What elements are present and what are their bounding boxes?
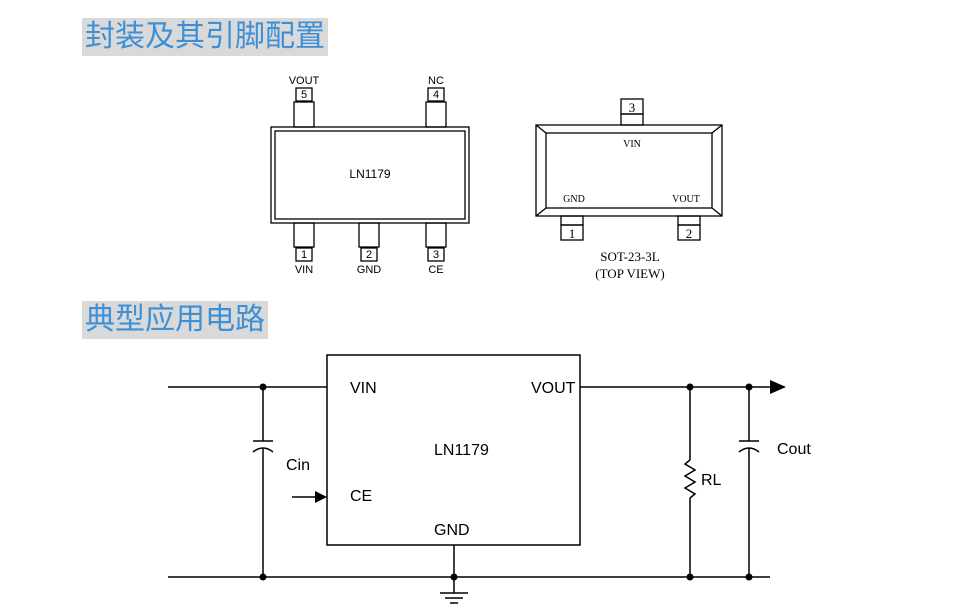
sot23-pin-3 xyxy=(620,113,644,126)
output-arrowhead xyxy=(770,380,786,394)
package5-pin-4-name: NC xyxy=(428,75,444,87)
sot23-caption-line2: (TOP VIEW) xyxy=(595,266,664,281)
sot23-bevel xyxy=(711,124,723,134)
sot23-pin-2-name: VOUT xyxy=(672,194,700,205)
sot23-caption-line1: SOT-23-3L xyxy=(600,249,660,264)
sot23-pin-3-numbox xyxy=(620,98,644,115)
junction-dot xyxy=(745,573,753,581)
package5-pin-2-name: GND xyxy=(357,264,382,276)
cout-label: Cout xyxy=(777,441,811,458)
package5-chip-label: LN1179 xyxy=(349,167,390,181)
cin-label: Cin xyxy=(286,457,310,474)
package5-pin-5-name: VOUT xyxy=(289,75,320,87)
package5-inner-body xyxy=(274,130,466,220)
junction-dot xyxy=(745,383,753,391)
package5-pin-5 xyxy=(293,101,315,128)
circuit-chip-label: LN1179 xyxy=(434,442,489,459)
package5-pin-1-num: 1 xyxy=(301,249,307,261)
circuit-pin-gnd: GND xyxy=(434,522,470,539)
sot23-pin-3-num: 3 xyxy=(629,100,636,115)
package5-pin-4-num: 4 xyxy=(433,89,439,101)
circuit-pin-ce: CE xyxy=(350,488,372,505)
sot23-bevel xyxy=(711,207,723,217)
package5-pin-5-num: 5 xyxy=(301,89,307,101)
junction-dot xyxy=(450,573,458,581)
package5-pin-1-name: VIN xyxy=(295,264,313,276)
package5-pin-4-numbox xyxy=(427,87,445,102)
package5-pin-3 xyxy=(425,222,447,248)
junction-dot xyxy=(259,383,267,391)
sot23-pin-1 xyxy=(560,215,584,226)
package5-pin-5-numbox xyxy=(295,87,313,102)
package5-pin-2-numbox xyxy=(360,247,378,262)
sot23-bevel xyxy=(535,124,547,134)
package-5pin xyxy=(270,87,470,262)
sot23-pin-2-num: 2 xyxy=(686,226,693,241)
rl-label: RL xyxy=(701,472,722,489)
package5-pin-3-num: 3 xyxy=(433,249,439,261)
package5-pin-2-num: 2 xyxy=(366,249,372,261)
sot23-pin-2-numbox xyxy=(677,224,701,241)
sot23-pin-3-name: VIN xyxy=(623,139,641,150)
ce-arrowhead xyxy=(315,491,327,503)
sot23-inner-body xyxy=(545,132,713,209)
section-heading-pin-config: 封装及其引脚配置 xyxy=(82,18,328,56)
package5-pin-3-numbox xyxy=(427,247,445,262)
junction-dot xyxy=(686,383,694,391)
circuit-pin-vin: VIN xyxy=(350,380,377,397)
junction-dot xyxy=(259,573,267,581)
sot23-pin-2 xyxy=(677,215,701,226)
sot23-pin-1-name: GND xyxy=(563,194,585,205)
package5-pin-1 xyxy=(293,222,315,248)
package-sot23 xyxy=(535,98,723,241)
junction-dot xyxy=(686,573,694,581)
circuit xyxy=(168,354,770,604)
sot23-bevel xyxy=(535,207,547,217)
circuit-pin-vout: VOUT xyxy=(531,380,576,397)
section-heading-typical-circuit: 典型应用电路 xyxy=(82,301,268,339)
package5-pin-4 xyxy=(425,101,447,128)
package5-pin-1-numbox xyxy=(295,247,313,262)
sot23-pin-1-numbox xyxy=(560,224,584,241)
package5-pin-3-name: CE xyxy=(428,264,443,276)
sot23-pin-1-num: 1 xyxy=(569,226,576,241)
rl-resistor-zigzag xyxy=(683,459,697,499)
package5-pin-2 xyxy=(358,222,380,248)
